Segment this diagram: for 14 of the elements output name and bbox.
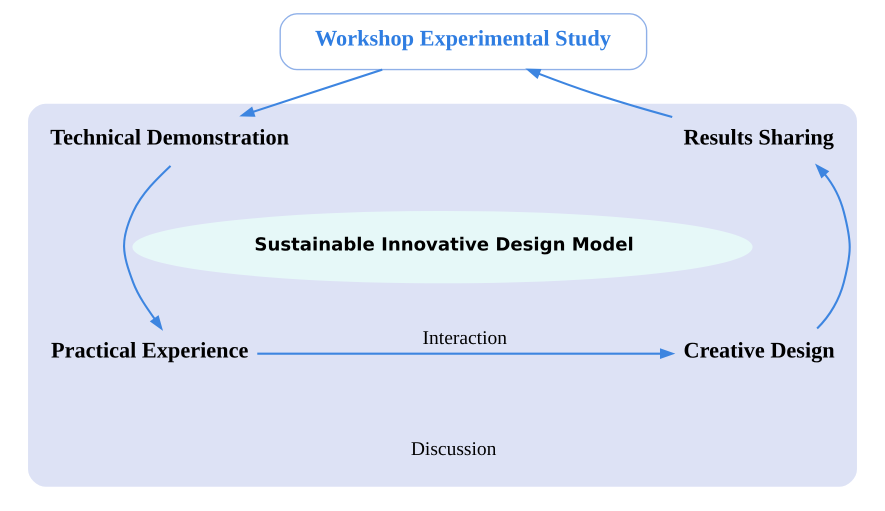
node-text: Technical Demonstration bbox=[50, 124, 290, 150]
node-text: Results Sharing bbox=[684, 124, 834, 150]
arrow bbox=[814, 164, 851, 330]
arrow bbox=[239, 68, 383, 117]
label: Discussion bbox=[410, 438, 496, 460]
node-box: Workshop Experimental Study bbox=[280, 13, 648, 70]
edge-label: Interaction bbox=[422, 328, 508, 350]
arrow bbox=[123, 165, 172, 331]
arrow bbox=[525, 68, 672, 118]
arrow bbox=[257, 348, 676, 360]
node-text: Practical Experience bbox=[51, 338, 248, 363]
cluster bbox=[28, 104, 857, 487]
node-text: Creative Design bbox=[684, 338, 835, 363]
node-ellipse: Sustainable Innovative Design Model bbox=[132, 211, 753, 284]
